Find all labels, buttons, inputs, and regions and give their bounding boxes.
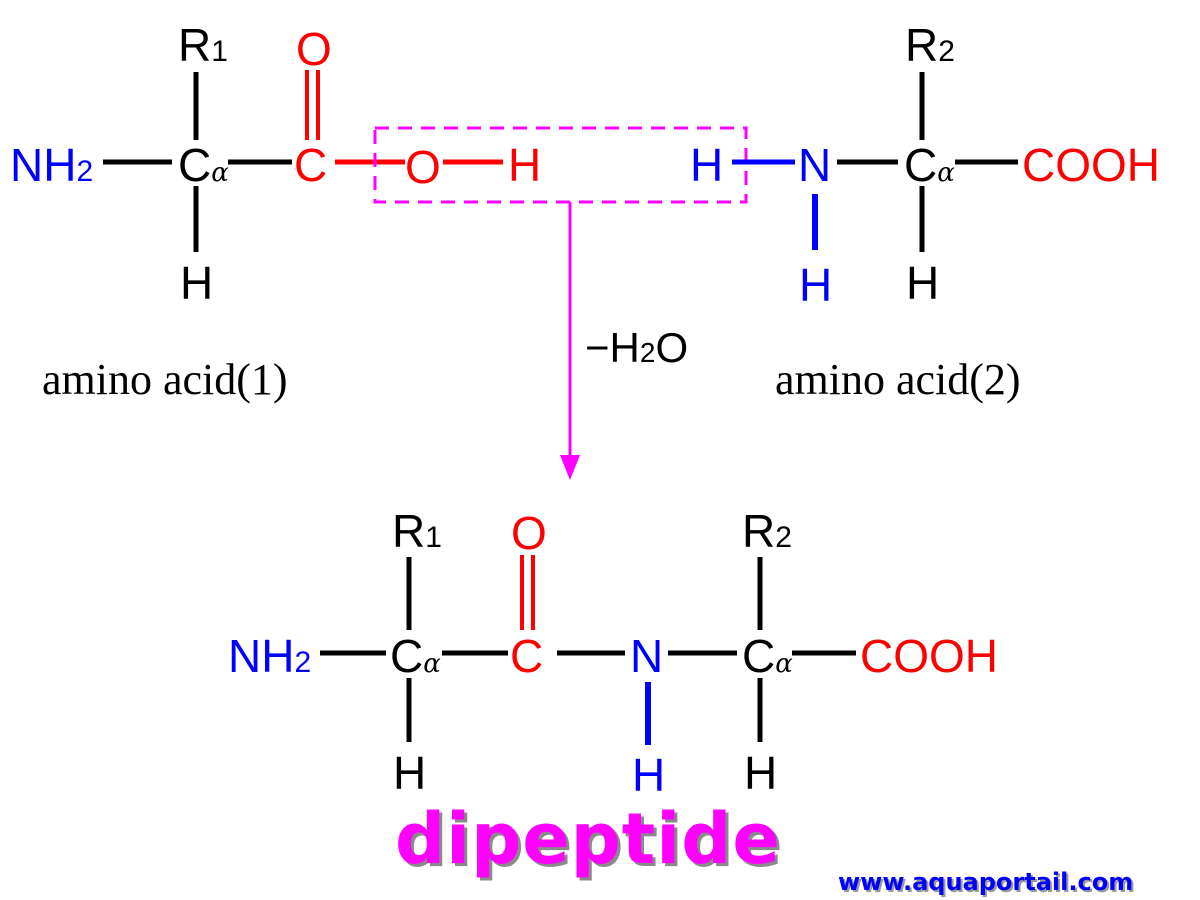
aa1-amino-group: NH2: [10, 139, 94, 191]
aa1-alpha-carbon: Cα: [178, 139, 229, 191]
aa2-amine-hydrogen-left: H: [690, 139, 724, 191]
aa1-hydroxyl-hydrogen: H: [508, 139, 542, 191]
dp-amide-nitrogen: N: [630, 630, 664, 682]
reaction-arrow-head: [560, 455, 580, 480]
dp-carboxyl-group: COOH: [860, 630, 998, 682]
aa1-r-group: R1: [178, 19, 228, 71]
aa1-carbonyl-oxygen: O: [296, 23, 332, 75]
dp-amide-hydrogen: H: [632, 749, 666, 801]
aa2-r-group: R2: [905, 19, 955, 71]
aa1-carboxyl-carbon: C: [294, 139, 328, 191]
aa1-hydroxyl-oxygen: O: [405, 141, 441, 193]
aa2-carboxyl-group: COOH: [1022, 139, 1160, 191]
aa2-amine-hydrogen-bottom: H: [799, 259, 833, 311]
dp-amino-group: NH2: [228, 630, 312, 682]
aa1-alpha-hydrogen: H: [180, 257, 214, 309]
dp-carbonyl-carbon: C: [510, 630, 544, 682]
aa2-alpha-hydrogen: H: [906, 257, 940, 309]
water-elimination-box: [373, 126, 748, 204]
dp-alpha-hydrogen-1: H: [393, 747, 427, 799]
aa2-caption: amino acid(2): [775, 355, 1021, 404]
dp-alpha-hydrogen-2: H: [744, 747, 778, 799]
dp-r2-group: R2: [742, 505, 792, 557]
aa2-amine-nitrogen: N: [798, 139, 832, 191]
dipeptide-title: dipeptide: [395, 798, 781, 880]
water-byproduct-label: −H2O: [585, 324, 689, 371]
dp-carbonyl-oxygen: O: [511, 507, 547, 559]
dp-alpha-carbon-1: Cα: [390, 630, 441, 682]
aa2-alpha-carbon: Cα: [904, 139, 955, 191]
dp-r1-group: R1: [392, 505, 442, 557]
dp-alpha-carbon-2: Cα: [742, 630, 793, 682]
website-watermark: www.aquaportail.com: [838, 868, 1134, 896]
aa1-caption: amino acid(1): [42, 355, 288, 404]
